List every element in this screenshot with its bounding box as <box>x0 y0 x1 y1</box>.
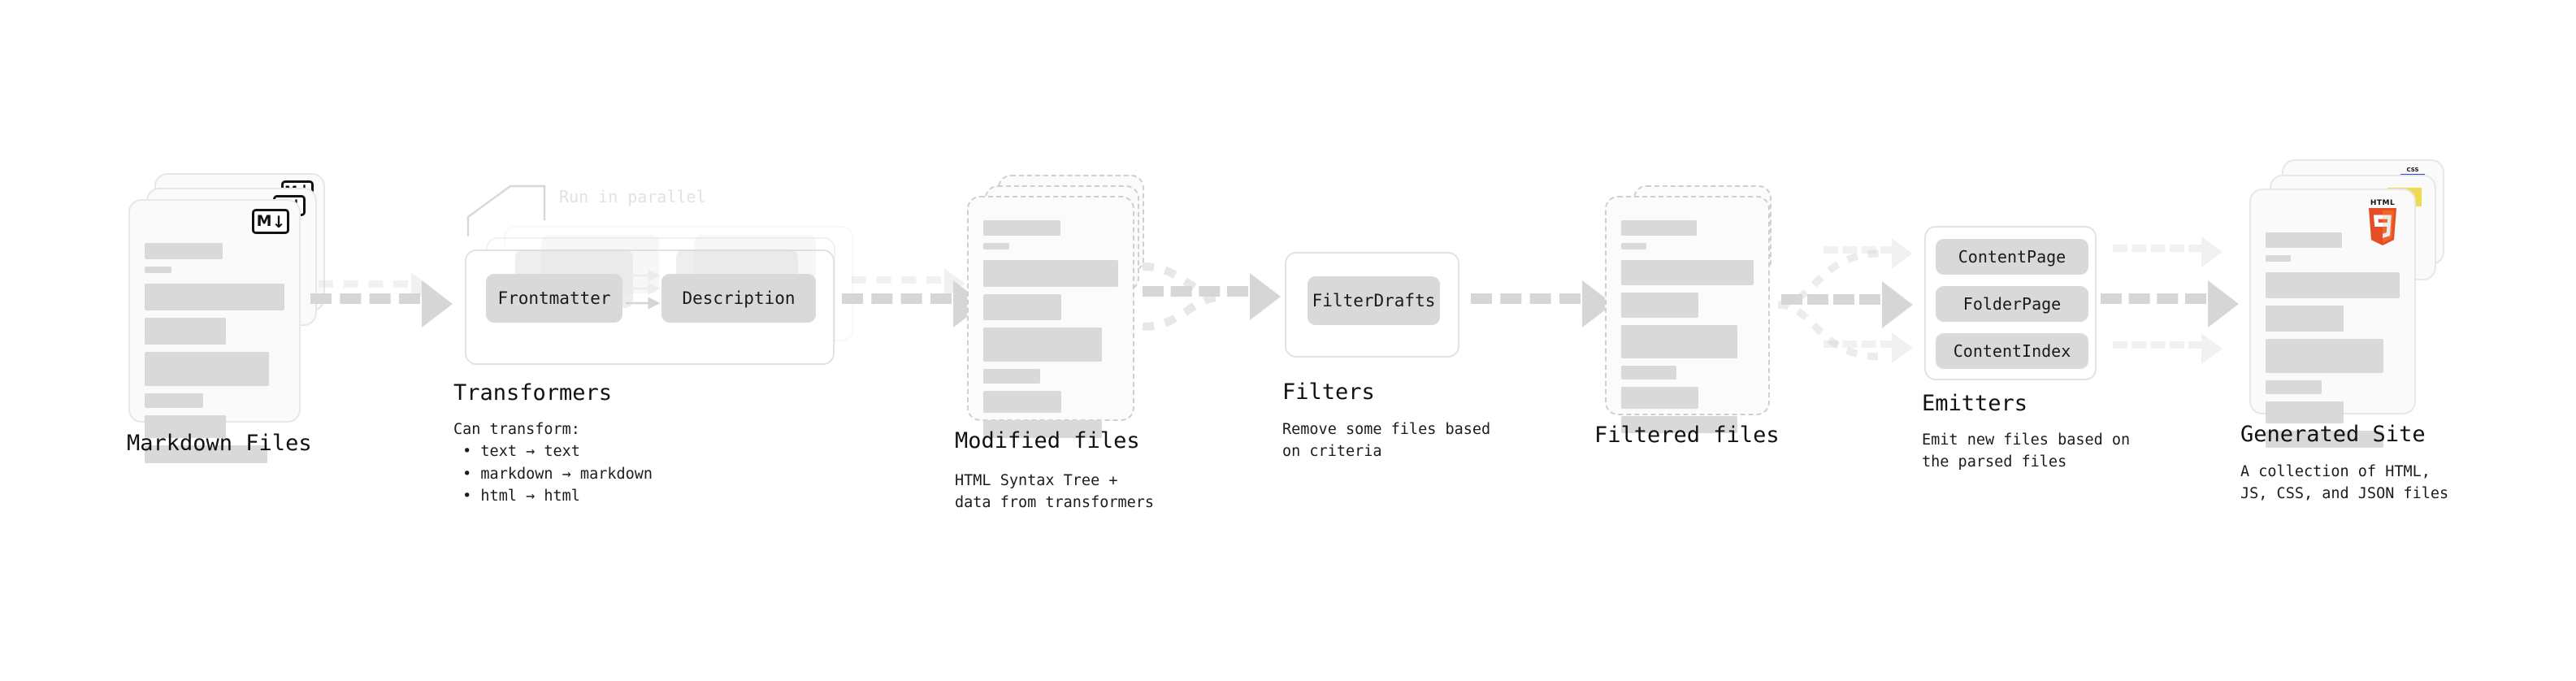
flow-arrow-5-down <box>1824 332 1913 363</box>
markdown-file-card-front: M↓ <box>128 199 301 463</box>
emitter-pill-folderpage[interactable]: FolderPage <box>1936 286 2088 322</box>
emitter-pill-contentpage[interactable]: ContentPage <box>1936 239 2088 275</box>
markdown-icon: M↓ <box>252 209 289 234</box>
transformers-subtitle: Can transform: • text → text • markdown … <box>453 421 653 505</box>
generated-site-card-front: HTML <box>2249 189 2416 448</box>
modified-files-title: Modified files <box>955 428 1140 453</box>
html5-icon-wordmark: HTML <box>2370 199 2396 207</box>
markdown-files-title: Markdown Files <box>127 431 312 456</box>
file-content-lines <box>145 243 284 471</box>
file-content-lines <box>983 220 1118 445</box>
transformers-title: Transformers <box>453 380 613 406</box>
emitters-box: ContentPage FolderPage ContentIndex <box>1924 226 2097 380</box>
run-in-parallel-label: Run in parallel <box>559 187 706 206</box>
file-content-lines <box>2266 232 2400 455</box>
flow-arrow-3 <box>1143 273 1281 320</box>
flow-arrow-1 <box>310 280 453 327</box>
flow-arrow-6-up <box>2113 236 2223 267</box>
run-in-parallel-leader <box>466 184 546 236</box>
filtered-files-title: Filtered files <box>1594 423 1780 448</box>
filtered-file-card-front <box>1605 196 1770 433</box>
modified-files-subtitle: HTML Syntax Tree + data from transformer… <box>955 472 1155 512</box>
flow-arrow-6-main <box>2101 280 2239 327</box>
markdown-icon-letter: M <box>256 212 272 230</box>
modified-file-card-front <box>967 196 1134 438</box>
flow-arrow-5-up <box>1824 238 1913 269</box>
transformer-inner-arrows <box>626 269 661 310</box>
generated-site-title: Generated Site <box>2240 422 2426 447</box>
flow-arrow-5-split <box>1777 249 1881 361</box>
flow-arrow-4 <box>1471 280 1613 327</box>
file-content-lines <box>1621 220 1754 440</box>
transformers-box-front: Frontmatter Description <box>465 235 835 365</box>
transformer-pill-description[interactable]: Description <box>661 274 816 323</box>
filters-box: FilterDrafts <box>1285 252 1459 358</box>
emitter-pill-contentindex[interactable]: ContentIndex <box>1936 333 2088 369</box>
flow-arrow-5-main <box>1781 281 1913 328</box>
filters-subtitle: Remove some files based on criteria <box>1282 421 1491 461</box>
markdown-icon-arrow: ↓ <box>271 211 286 232</box>
transformer-pill-frontmatter[interactable]: Frontmatter <box>486 274 622 323</box>
filters-title: Filters <box>1282 380 1375 405</box>
html5-icon: HTML <box>2364 200 2401 245</box>
filter-pill-filterdrafts[interactable]: FilterDrafts <box>1308 276 1440 325</box>
generated-site-subtitle: A collection of HTML, JS, CSS, and JSON … <box>2240 463 2449 503</box>
flow-arrow-6-down <box>2113 333 2223 364</box>
emitters-subtitle: Emit new files based on the parsed files <box>1922 432 2131 471</box>
flow-arrow-2 <box>842 280 984 327</box>
emitters-title: Emitters <box>1922 391 2028 416</box>
